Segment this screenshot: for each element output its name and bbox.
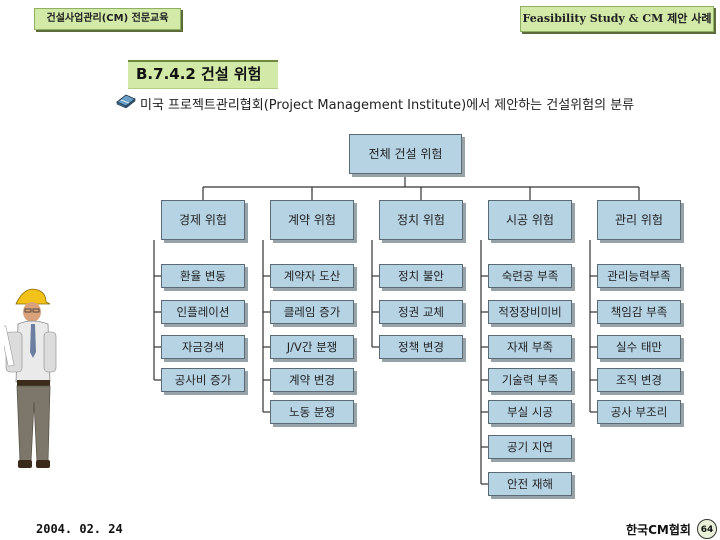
risk-item: 계약자 도산 [270, 264, 354, 288]
risk-item: 적정장비미비 [488, 300, 572, 324]
risk-item: 계약 변경 [270, 368, 354, 392]
risk-item: 공사 부조리 [597, 400, 681, 424]
risk-item: 공사비 증가 [161, 368, 245, 392]
risk-item: 안전 재해 [488, 472, 572, 496]
risk-item: 부실 시공 [488, 400, 572, 424]
risk-item: 실수 태만 [597, 335, 681, 359]
risk-item: 정책 변경 [379, 335, 463, 359]
category-management: 관리 위험 [597, 200, 681, 240]
risk-item: 자금경색 [161, 335, 245, 359]
risk-item: 조직 변경 [597, 368, 681, 392]
footer-date: 2004. 02. 24 [36, 522, 123, 536]
risk-item: 공기 지연 [488, 435, 572, 459]
category-economic: 경제 위험 [161, 200, 245, 240]
construction-worker-illustration [4, 282, 62, 472]
risk-item: 자재 부족 [488, 335, 572, 359]
risk-item: 환율 변동 [161, 264, 245, 288]
risk-item: 노동 분쟁 [270, 400, 354, 424]
page-number: 64 [697, 519, 717, 539]
category-contract: 계약 위험 [270, 200, 354, 240]
risk-item: 기술력 부족 [488, 368, 572, 392]
risk-item: 클레임 증가 [270, 300, 354, 324]
risk-item: 인플레이션 [161, 300, 245, 324]
category-political: 정치 위험 [379, 200, 463, 240]
risk-item: 정치 불안 [379, 264, 463, 288]
risk-item: J/V간 분쟁 [270, 335, 354, 359]
category-construction: 시공 위험 [488, 200, 572, 240]
footer-organization: 한국CM협회 [626, 521, 691, 538]
risk-item: 숙련공 부족 [488, 264, 572, 288]
risk-item: 정권 교체 [379, 300, 463, 324]
risk-item: 관리능력부족 [597, 264, 681, 288]
risk-item: 책임감 부족 [597, 300, 681, 324]
root-node: 전체 건설 위험 [349, 134, 462, 174]
